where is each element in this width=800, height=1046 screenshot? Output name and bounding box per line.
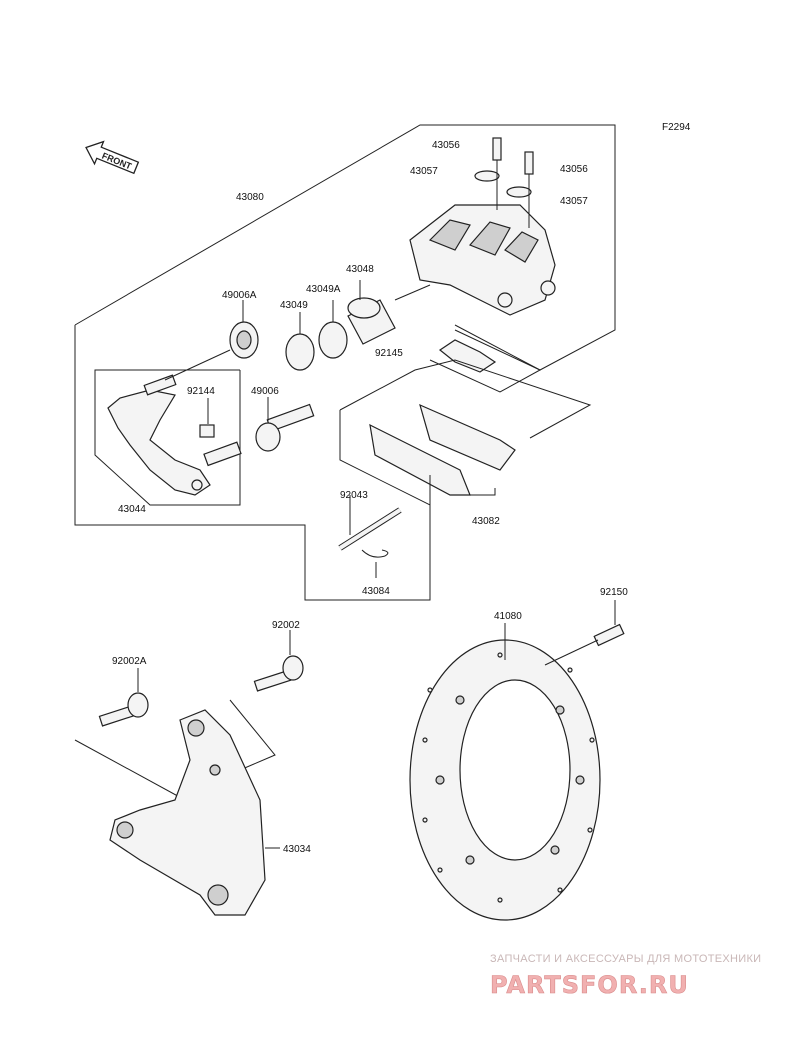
part-label-92043: 92043: [340, 490, 368, 501]
part-label-43057-a: 43057: [410, 166, 438, 177]
part-label-49006: 49006: [251, 386, 279, 397]
part-label-92145: 92145: [375, 348, 403, 359]
disc-bolt: [544, 600, 625, 666]
part-label-43049: 43049: [280, 300, 308, 311]
bracket-group-outline: [94, 369, 241, 506]
watermark: ЗАПЧАСТИ И АКСЕССУАРЫ ДЛЯ МОТОТЕХНИКИ PA…: [490, 953, 761, 999]
bracket-bolt-a: [98, 668, 149, 727]
piston: [347, 297, 396, 345]
caliper-bracket: [107, 374, 211, 496]
front-arrow-icon: FRONT: [85, 140, 140, 175]
caliper-assembly-outline: [74, 124, 616, 371]
pin-boot: [164, 321, 259, 381]
piston-seal: [318, 321, 348, 359]
dust-seal: [285, 333, 315, 371]
part-label-43049a: 43049A: [306, 284, 341, 295]
mount-bracket: [109, 709, 280, 916]
part-label-43048: 43048: [346, 264, 374, 275]
bracket-bolt: [253, 630, 304, 692]
pad-spring: [429, 329, 542, 393]
brake-disc: [409, 639, 601, 921]
part-label-43082: 43082: [472, 516, 500, 527]
part-label-92150: 92150: [600, 587, 628, 598]
part-label-41080: 41080: [494, 611, 522, 622]
bolt-leader-b: [229, 699, 276, 771]
part-label-49006a: 49006A: [222, 290, 257, 301]
watermark-tagline: ЗАПЧАСТИ И АКСЕССУАРЫ ДЛЯ МОТОТЕХНИКИ: [490, 953, 761, 965]
part-label-43080: 43080: [236, 192, 264, 203]
watermark-logo: PARTSFOR.RU: [490, 971, 689, 999]
brake-pad: [339, 359, 592, 506]
pad-pin: [338, 495, 402, 551]
part-label-92002: 92002: [272, 620, 300, 631]
part-label-43056-a: 43056: [432, 140, 460, 151]
figure-code: F2294: [662, 122, 691, 133]
part-label-43057-b: 43057: [560, 196, 588, 207]
pin-clip: [361, 549, 389, 578]
guide-clip: [199, 424, 215, 438]
part-label-92002a: 92002A: [112, 656, 147, 667]
part-label-92144: 92144: [187, 386, 215, 397]
part-label-43034: 43034: [283, 844, 311, 855]
part-label-43056-b: 43056: [560, 164, 588, 175]
bleeder-screw: [492, 137, 534, 175]
bolt-leader: [74, 739, 186, 801]
caliper-assembly-outline-lower: [74, 325, 431, 601]
slide-pin: [203, 403, 315, 467]
part-label-43044: 43044: [118, 504, 146, 515]
bleeder-cap: [474, 160, 532, 228]
part-label-43084: 43084: [362, 586, 390, 597]
caliper-body: [394, 204, 556, 316]
